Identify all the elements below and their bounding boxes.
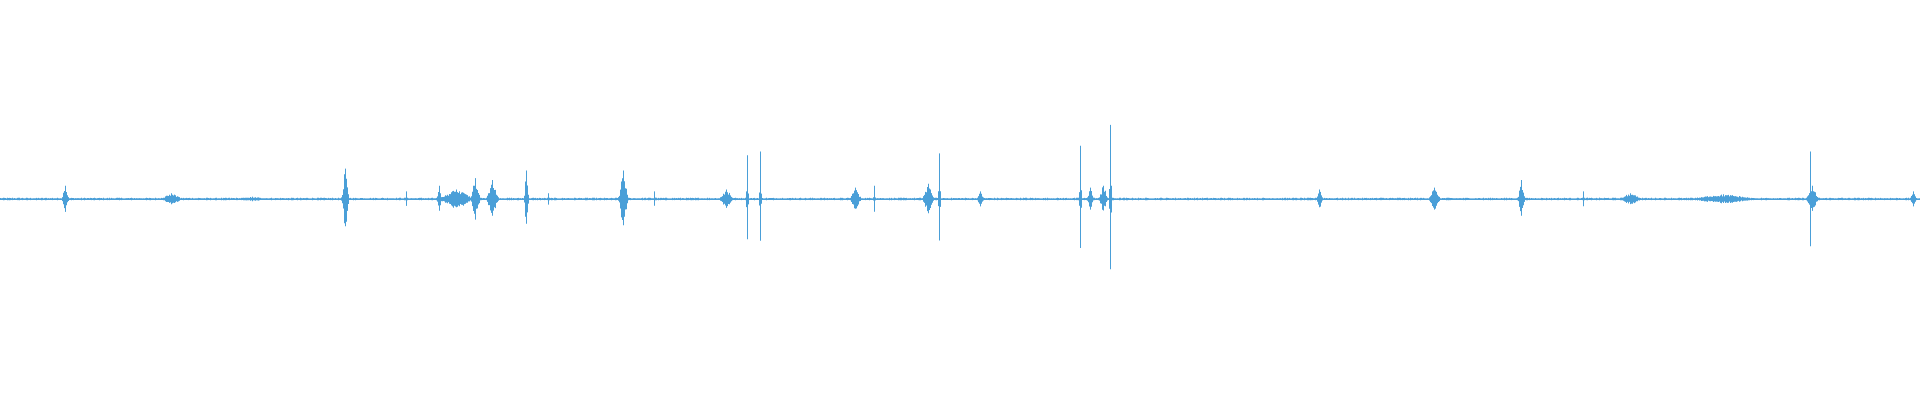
waveform-series (0, 124, 1920, 270)
waveform-trace (0, 131, 1920, 270)
